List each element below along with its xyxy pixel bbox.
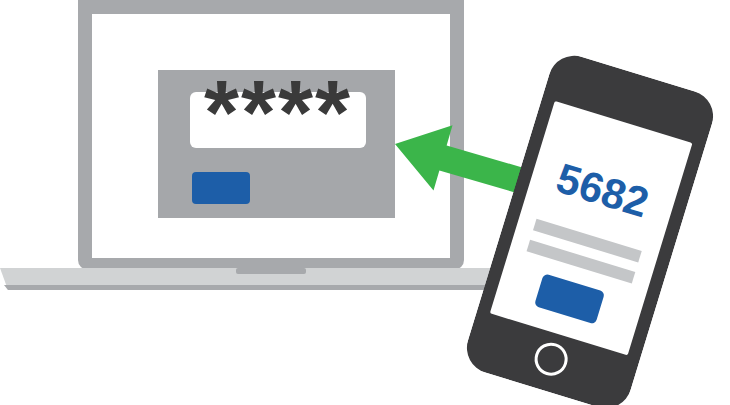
submit-button [192,172,250,204]
phone-body [460,49,719,405]
home-button [532,340,569,377]
laptop-notch [236,268,306,274]
laptop-bezel [78,0,464,270]
phone: 5682 [460,49,719,405]
login-dialog: **** [158,70,395,218]
flow-arrow [395,125,532,195]
laptop-base-edge [4,285,516,290]
node-text: **** [190,83,366,143]
laptop-base [0,268,522,290]
laptop-screen [92,14,450,258]
